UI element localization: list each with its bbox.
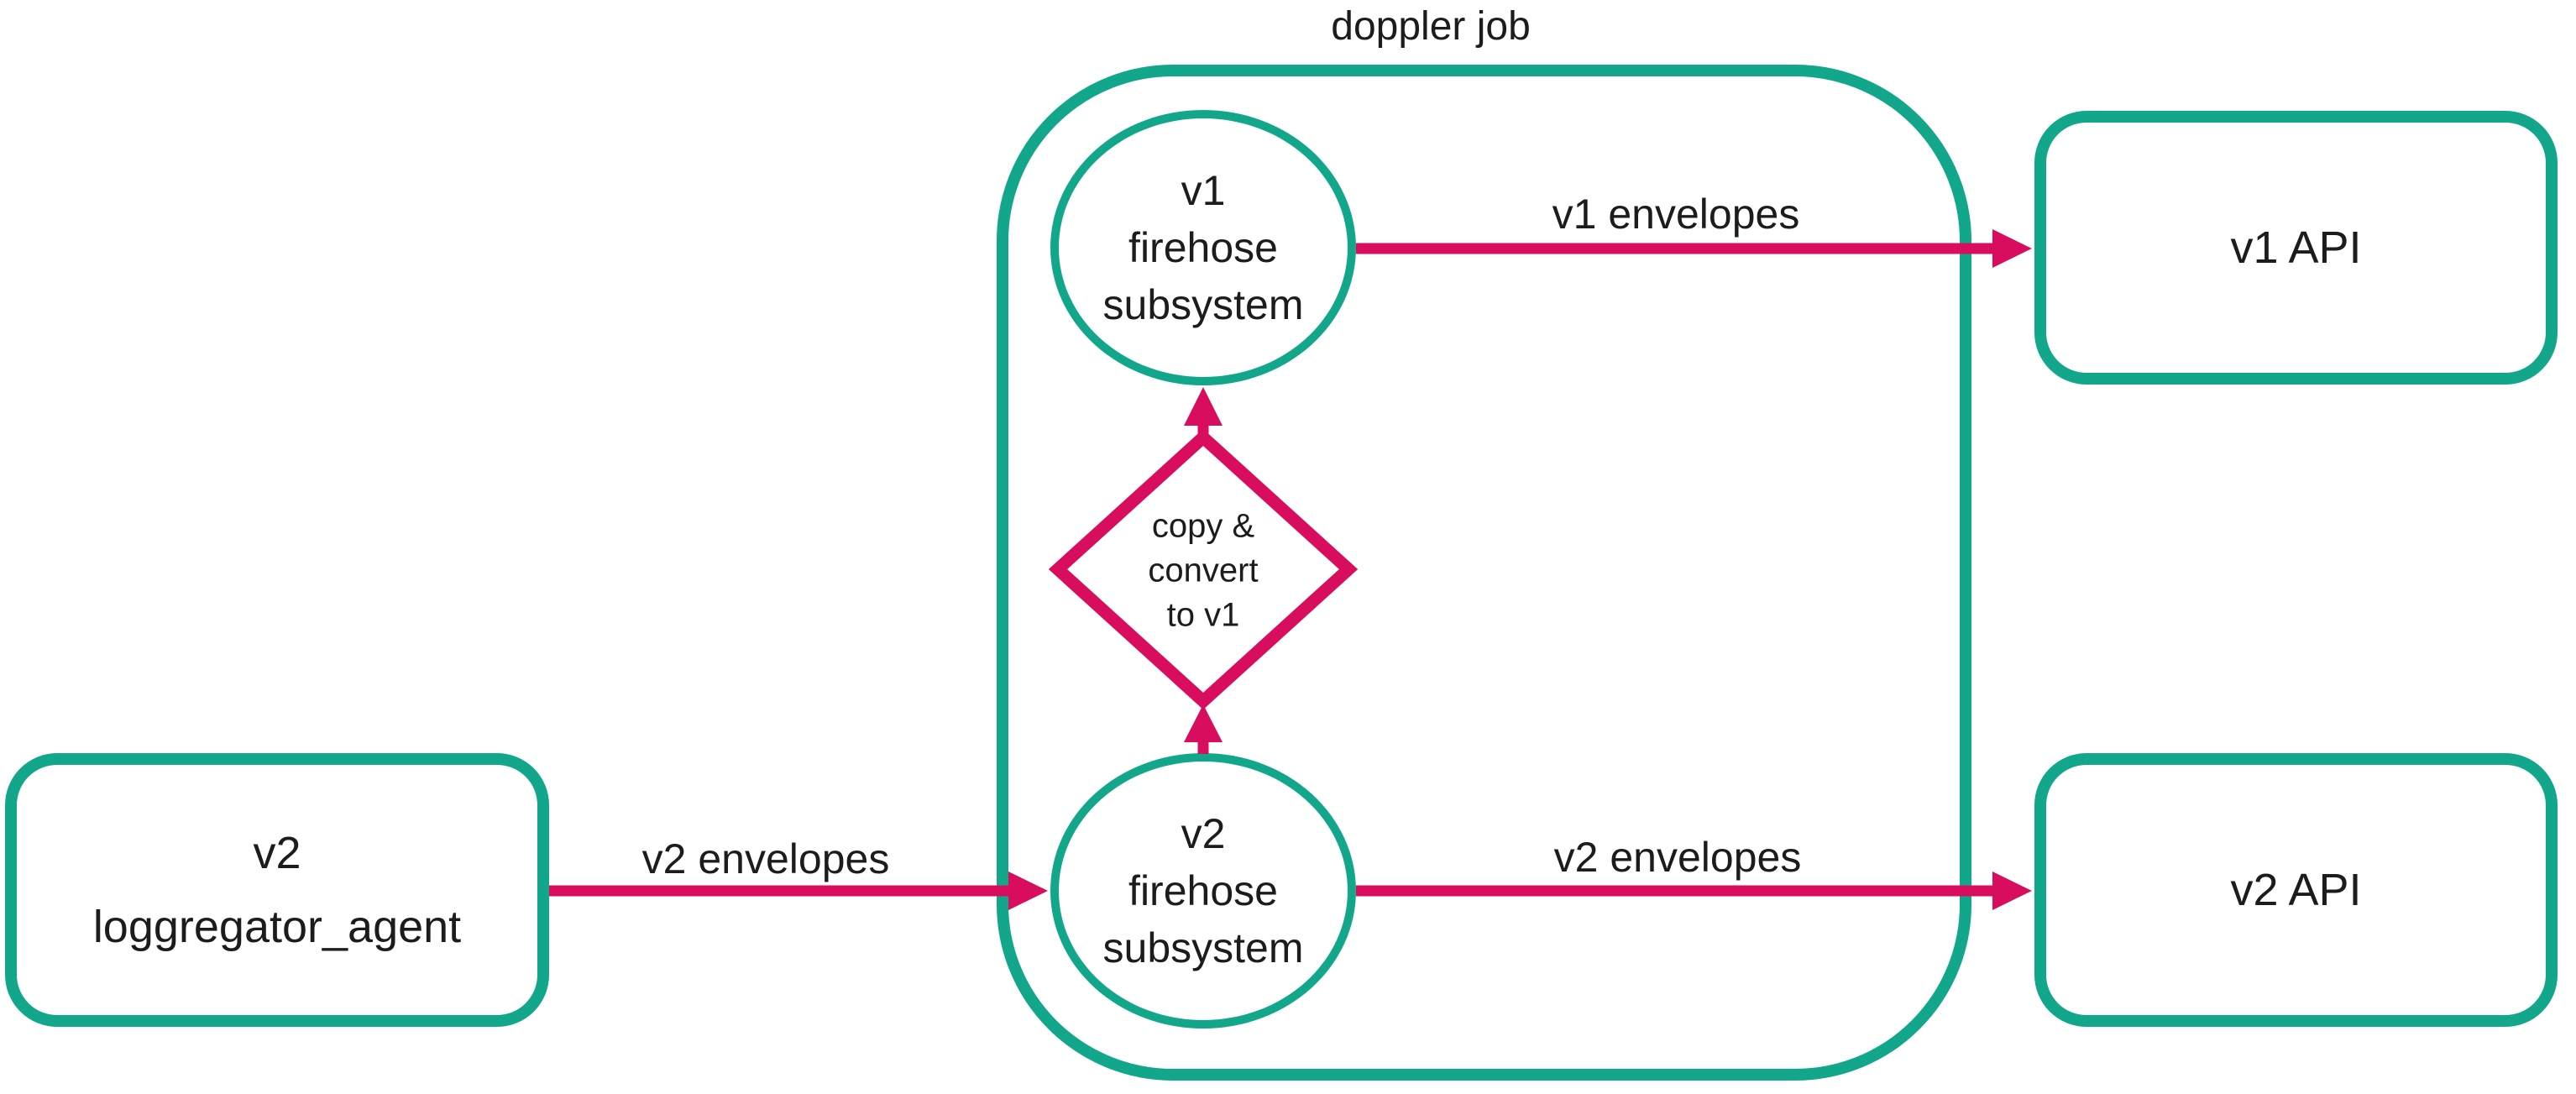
copy-convert-line2: convert: [1148, 552, 1259, 589]
v1-api-label: v1 API: [2230, 222, 2362, 273]
edge-label-v1-envelopes-out: v1 envelopes: [1552, 191, 1800, 238]
loggregator-agent-line1: v2: [253, 828, 301, 878]
v2-api-label: v2 API: [2230, 865, 2362, 915]
arrowhead-icon: [1992, 229, 2032, 268]
copy-convert-label: copy & convert to v1: [1148, 505, 1258, 638]
v2-firehose-line2: firehose: [1128, 867, 1278, 914]
v1-api-node: v1 API: [2034, 111, 2558, 385]
v1-firehose-subsystem-node: v1 firehose subsystem: [1050, 110, 1356, 385]
v2-api-node: v2 API: [2034, 753, 2558, 1027]
v1-firehose-line1: v1: [1181, 167, 1226, 214]
loggregator-agent-line2: loggregator_agent: [92, 902, 462, 952]
arrowhead-icon: [1992, 872, 2032, 910]
v2-firehose-line3: subsystem: [1102, 924, 1304, 971]
v1-firehose-line2: firehose: [1128, 224, 1278, 271]
copy-convert-line1: copy &: [1151, 507, 1255, 545]
v1-firehose-line3: subsystem: [1102, 281, 1304, 328]
edge-label-v2-envelopes-in: v2 envelopes: [641, 835, 890, 882]
edge-label-v2-envelopes-out: v2 envelopes: [1553, 834, 1802, 881]
v2-firehose-subsystem-node: v2 firehose subsystem: [1050, 753, 1356, 1029]
doppler-job-container: [997, 65, 1971, 1081]
v2-firehose-line1: v2: [1181, 810, 1226, 857]
loggregator-agent-node: v2 loggregator_agent: [5, 753, 549, 1027]
doppler-job-label: doppler job: [1331, 4, 1531, 49]
copy-convert-line3: to v1: [1166, 596, 1240, 634]
